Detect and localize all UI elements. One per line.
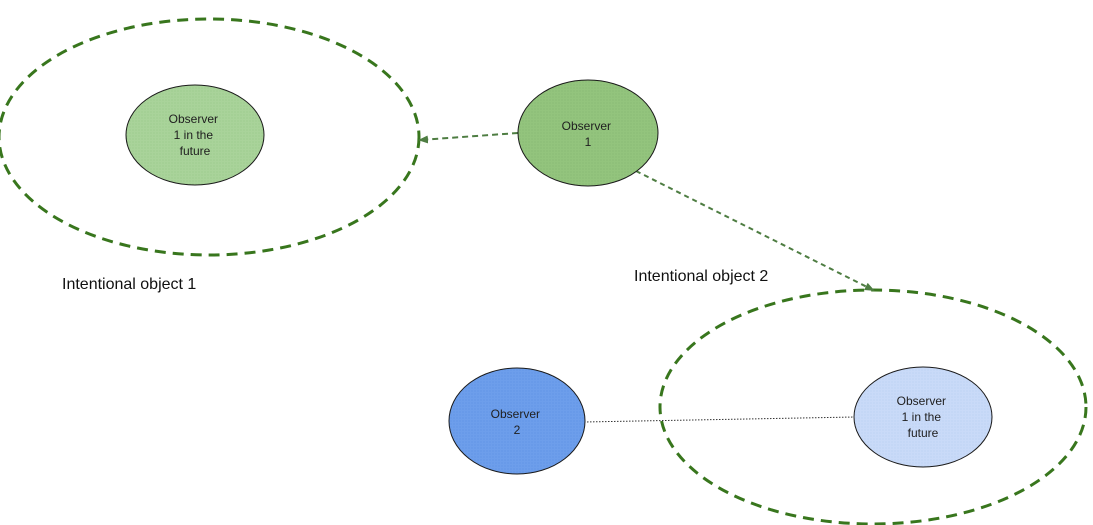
- node-future-observer-1a-line-1: Observer: [169, 112, 218, 126]
- node-future-observer-1a-line-2: 1 in the: [174, 128, 214, 142]
- node-observer-2-line-1: Observer: [491, 407, 540, 421]
- edge-observer-1-to-intentional-object-1: [418, 132, 519, 144]
- intentional-object-2-label: Intentional object 2: [634, 268, 768, 285]
- node-observer-2: Observer 2: [448, 367, 586, 475]
- edge-observer-2-to-future-observer: [583, 416, 856, 423]
- node-future-observer-1a-line-3: future: [180, 144, 211, 158]
- node-future-observer-1b-line-2: 1 in the: [902, 410, 942, 424]
- node-observer-2-line-2: 2: [514, 423, 521, 437]
- svg-text:Observer 1 in the: Observer 1 in the future: [169, 112, 222, 158]
- node-observer-1-line-1: Observer: [562, 119, 611, 133]
- node-observer-2-shape: [448, 367, 586, 475]
- node-future-observer-1b-shape: [853, 366, 993, 468]
- node-future-observer-1a-shape: [125, 84, 265, 186]
- node-observer-1-shape: [517, 79, 659, 187]
- node-future-observer-1a: Observer 1 in the future: [125, 84, 265, 186]
- svg-text:Observer 2: Observer 2: [491, 407, 544, 437]
- svg-text:Observer 1: Observer 1: [562, 119, 615, 149]
- edge-observer-1-to-intentional-object-2: [635, 170, 875, 291]
- node-future-observer-1b-line-3: future: [908, 426, 939, 440]
- intentional-object-1-label: Intentional object 1: [62, 276, 196, 293]
- svg-text:Observer 1 in the: Observer 1 in the future: [897, 394, 950, 440]
- node-observer-1-line-2: 1: [585, 135, 592, 149]
- node-observer-1: Observer 1: [517, 79, 659, 187]
- node-future-observer-1b-line-1: Observer: [897, 394, 946, 408]
- node-future-observer-1b: Observer 1 in the future: [853, 366, 993, 468]
